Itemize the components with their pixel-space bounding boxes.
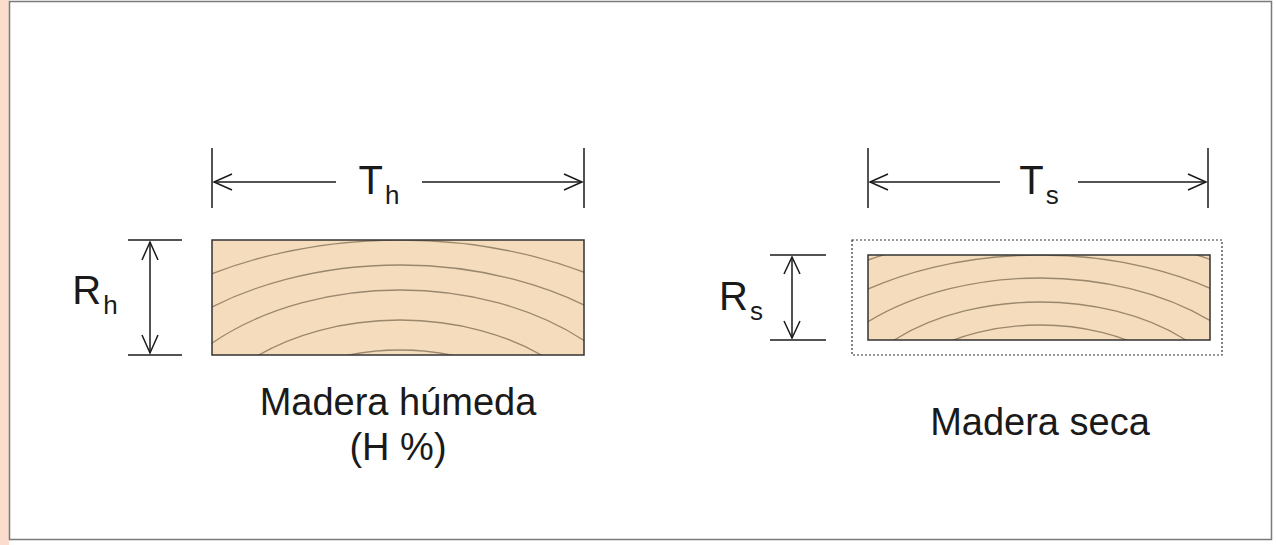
caption-text: Madera seca [927, 401, 1153, 443]
frame [10, 2, 1272, 540]
dimension-symbol: T [357, 158, 385, 202]
thickness-label: Rs [717, 276, 763, 316]
wet-board [40, 240, 760, 545]
dimension-symbol: R [70, 268, 103, 312]
subscript-text: s [1046, 180, 1059, 210]
caption-text: Madera húmeda [257, 381, 540, 423]
width-label: Ts [1017, 160, 1058, 200]
caption-label: Madera seca [927, 403, 1153, 441]
caption-text: (H %) [346, 426, 449, 468]
side-strip [0, 0, 9, 545]
subscript-text: s [750, 296, 763, 326]
width-label: Th [357, 160, 400, 200]
dimension-symbol: T [1017, 158, 1045, 202]
original-outline [852, 240, 1222, 355]
dry-board [705, 232, 1276, 545]
dimension-lines [128, 148, 1208, 355]
dimension-symbol: R [717, 274, 750, 318]
subscript-text: h [103, 290, 117, 320]
subscript-text: h [385, 180, 399, 210]
caption-label: Madera húmeda [257, 383, 540, 421]
caption-label: (H %) [346, 428, 449, 466]
thickness-label: Rh [70, 270, 117, 310]
